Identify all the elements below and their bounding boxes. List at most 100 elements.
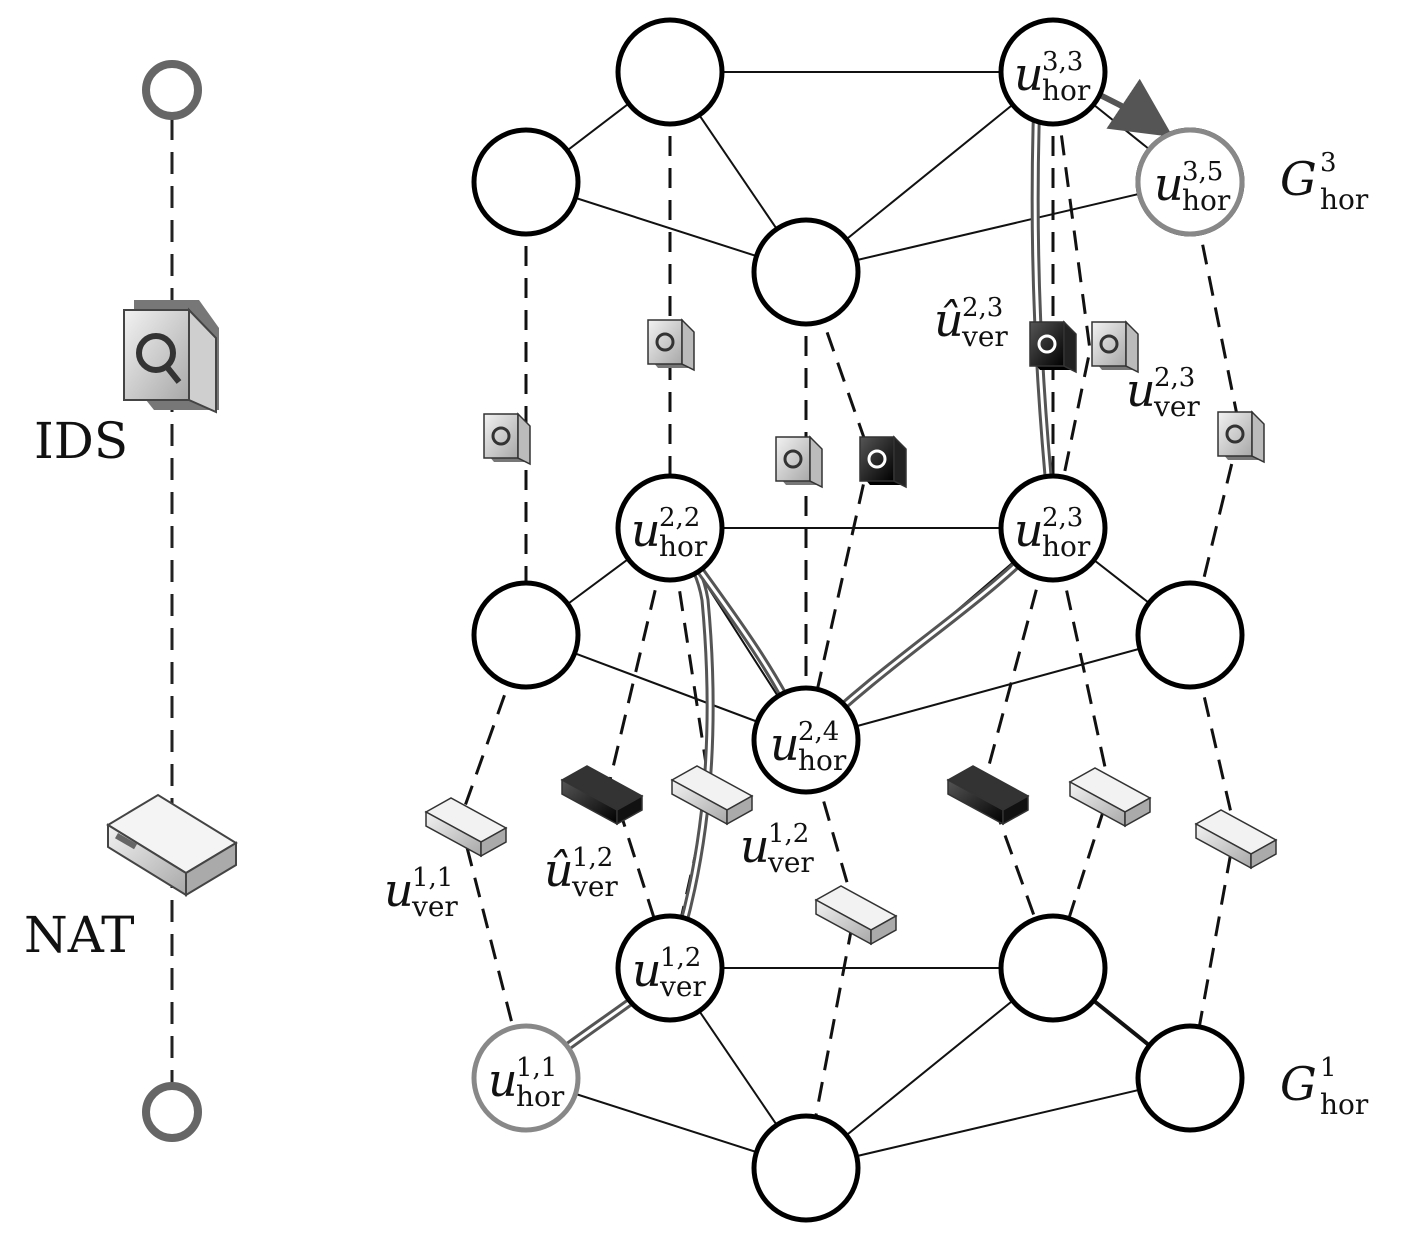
- network-node: [1135, 1023, 1245, 1133]
- label-subscript: hor: [659, 530, 708, 563]
- label-subscript: ver: [1153, 390, 1200, 423]
- label-superscript: 3,5: [1182, 157, 1223, 187]
- label-subscript: hor: [516, 1080, 565, 1113]
- vertical-link: [804, 271, 872, 741]
- network-node: [471, 1023, 581, 1133]
- vertical-link: [804, 739, 857, 1169]
- legend-top-endpoint-icon: [142, 60, 202, 120]
- label-subscript: ver: [571, 870, 618, 903]
- label-base: u: [1014, 47, 1044, 101]
- vertical-link: [458, 634, 528, 1079]
- label-subscript: hor: [798, 744, 847, 777]
- network-node: [615, 473, 725, 583]
- layer-label-base: G: [1280, 152, 1317, 206]
- label-base: u: [632, 943, 662, 997]
- label-superscript: 3,3: [1042, 47, 1083, 77]
- label-superscript: 1,1: [412, 863, 453, 893]
- vertical-link: [1188, 181, 1242, 636]
- vertical-link: [1051, 527, 1112, 969]
- label-subscript: hor: [1042, 530, 1091, 563]
- label-superscript: 1,2: [572, 843, 613, 873]
- label-superscript: 2,3: [1042, 503, 1083, 533]
- nat-icon: [424, 797, 508, 858]
- ids-icon: [1029, 320, 1077, 374]
- legend-chain: IDS NAT: [24, 60, 238, 1142]
- layer-label-sub: hor: [1320, 183, 1369, 216]
- ids-icon: [483, 412, 531, 466]
- vertical-link: [1188, 634, 1237, 1079]
- label-subscript: ver: [411, 890, 458, 923]
- ids-label: IDS: [34, 412, 128, 470]
- label-superscript: 1,2: [768, 819, 809, 849]
- nodes-layer: [471, 17, 1245, 1223]
- network-node-destination: [1135, 127, 1245, 237]
- label-base: u: [1126, 363, 1156, 417]
- nat-icon: [946, 765, 1030, 826]
- network-node: [998, 473, 1108, 583]
- network-node: [615, 913, 725, 1023]
- label-base: û: [934, 293, 964, 347]
- nat-icon: [106, 793, 238, 897]
- ids-icon: [123, 300, 219, 414]
- label-superscript: 2,3: [962, 293, 1003, 323]
- label-base: u: [488, 1053, 518, 1107]
- label-subscript: ver: [961, 320, 1008, 353]
- highlighted-path-inner: [668, 527, 712, 969]
- network-node: [615, 17, 725, 127]
- network-node: [471, 127, 581, 237]
- vertical-link: [983, 527, 1055, 969]
- layer-label-sup: 3: [1320, 148, 1337, 178]
- layer-edge: [805, 181, 1191, 273]
- nat-label: NAT: [24, 906, 134, 964]
- layer-label-sub: hor: [1320, 1088, 1369, 1121]
- label-base: u: [770, 717, 800, 771]
- network-node: [998, 17, 1108, 127]
- ids-icon: [859, 435, 907, 489]
- layer-edge: [805, 634, 1191, 741]
- ids-icon: [775, 435, 823, 489]
- label-subscript: ver: [659, 970, 706, 1003]
- layer-label-base: G: [1280, 1057, 1317, 1111]
- legend-bottom-endpoint-icon: [142, 1082, 202, 1142]
- layer-label-sup: 1: [1320, 1053, 1337, 1083]
- layer-edge: [805, 1077, 1191, 1169]
- label-base: u: [740, 819, 770, 873]
- label-base: u: [384, 863, 414, 917]
- label-base: u: [631, 503, 661, 557]
- nat-icon: [560, 765, 644, 826]
- label-superscript: 2,4: [798, 717, 839, 747]
- nat-icon: [1068, 767, 1152, 828]
- ids-icon: [647, 318, 695, 372]
- nat-icon: [670, 765, 754, 826]
- path-arrow: [1098, 78, 1173, 137]
- nat-icon: [1194, 809, 1278, 870]
- vertical-link: [1051, 71, 1092, 529]
- vertical-link: [608, 527, 672, 969]
- network-node: [751, 1113, 861, 1223]
- ids-icon: [1091, 320, 1139, 374]
- label-superscript: 1,2: [660, 943, 701, 973]
- label-subscript: ver: [767, 846, 814, 879]
- nat-icon: [814, 885, 898, 946]
- ids-icon: [1217, 410, 1265, 464]
- label-superscript: 2,2: [659, 503, 700, 533]
- network-node: [751, 685, 861, 795]
- network-node: [998, 913, 1108, 1023]
- label-base: u: [1014, 503, 1044, 557]
- network-node: [1135, 580, 1245, 690]
